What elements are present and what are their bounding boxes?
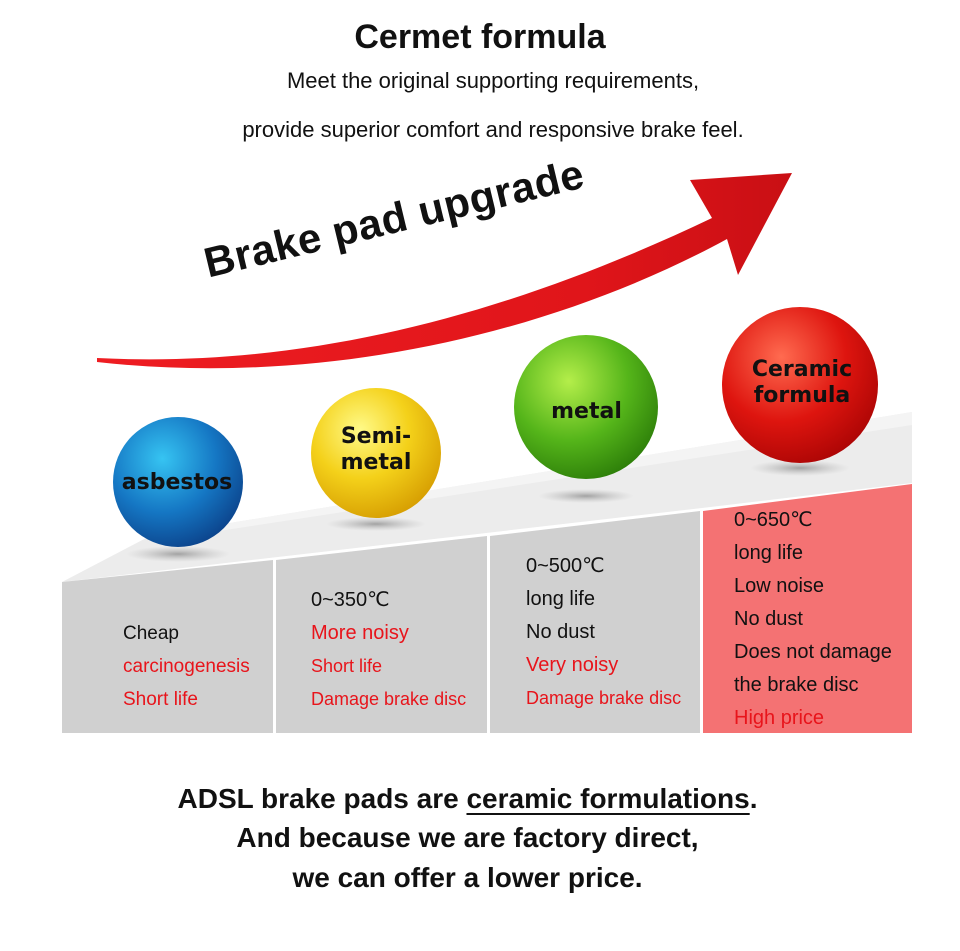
subtitle-line-2: provide superior comfort and responsive … (242, 117, 744, 142)
property-item: 0~500℃ (526, 555, 605, 577)
property-item: 0~350℃ (311, 589, 390, 611)
ball-label-metal: metal (551, 399, 622, 424)
column-panel-metal (490, 511, 700, 733)
footer-line-2: And because we are factory direct, (236, 822, 699, 853)
subtitle-line-1: Meet the original supporting requirement… (286, 68, 700, 93)
ball-metal (514, 335, 658, 479)
ball-label-semi-metal: Semi- metal (340, 424, 412, 476)
property-item: Damage brake disc (526, 688, 682, 708)
property-item: More noisy (311, 622, 409, 644)
property-item: carcinogenesis (123, 656, 250, 677)
property-item: the brake disc (734, 674, 859, 696)
ball-semi-metal (311, 388, 441, 518)
property-item: Short life (311, 656, 383, 676)
property-item: Very noisy (526, 654, 619, 676)
property-item: High price (734, 707, 825, 729)
footer-line-3: we can offer a lower price. (292, 862, 643, 893)
ball-asbestos (113, 417, 243, 547)
property-item: long life (734, 542, 803, 564)
ball-ceramic (722, 307, 878, 463)
ball-label-ceramic: Ceramic formula (751, 357, 853, 409)
property-item: 0~650℃ (734, 509, 813, 531)
property-item: long life (526, 588, 595, 610)
asbestos-properties: Cheap carcinogenesis Short life (123, 617, 250, 716)
property-item: Cheap (123, 623, 179, 644)
ceramic-properties: 0~650℃ long life Low noise No dust Does … (734, 504, 892, 735)
property-item: Damage brake disc (311, 689, 467, 709)
ceramic-emphasis: ceramic formulations (466, 783, 750, 814)
column-panel-semi-metal (276, 536, 487, 733)
property-item: No dust (734, 608, 803, 630)
metal-properties: 0~500℃ long life No dust Very noisy Dama… (526, 550, 681, 715)
property-item: Short life (123, 689, 198, 710)
property-item: Does not damage (734, 641, 892, 663)
property-item: No dust (526, 621, 595, 643)
property-item: Low noise (734, 575, 825, 597)
column-panel-ceramic (703, 484, 912, 733)
ball-label-asbestos: asbestos (121, 470, 233, 495)
semi-metal-properties: 0~350℃ More noisy Short life Damage brak… (311, 584, 466, 716)
page-title: Cermet formula (354, 18, 606, 56)
footer-line-1: ADSL brake pads are ceramic formulations… (177, 783, 758, 814)
upgrade-arrow (97, 173, 792, 369)
column-panel-asbestos (62, 560, 273, 733)
